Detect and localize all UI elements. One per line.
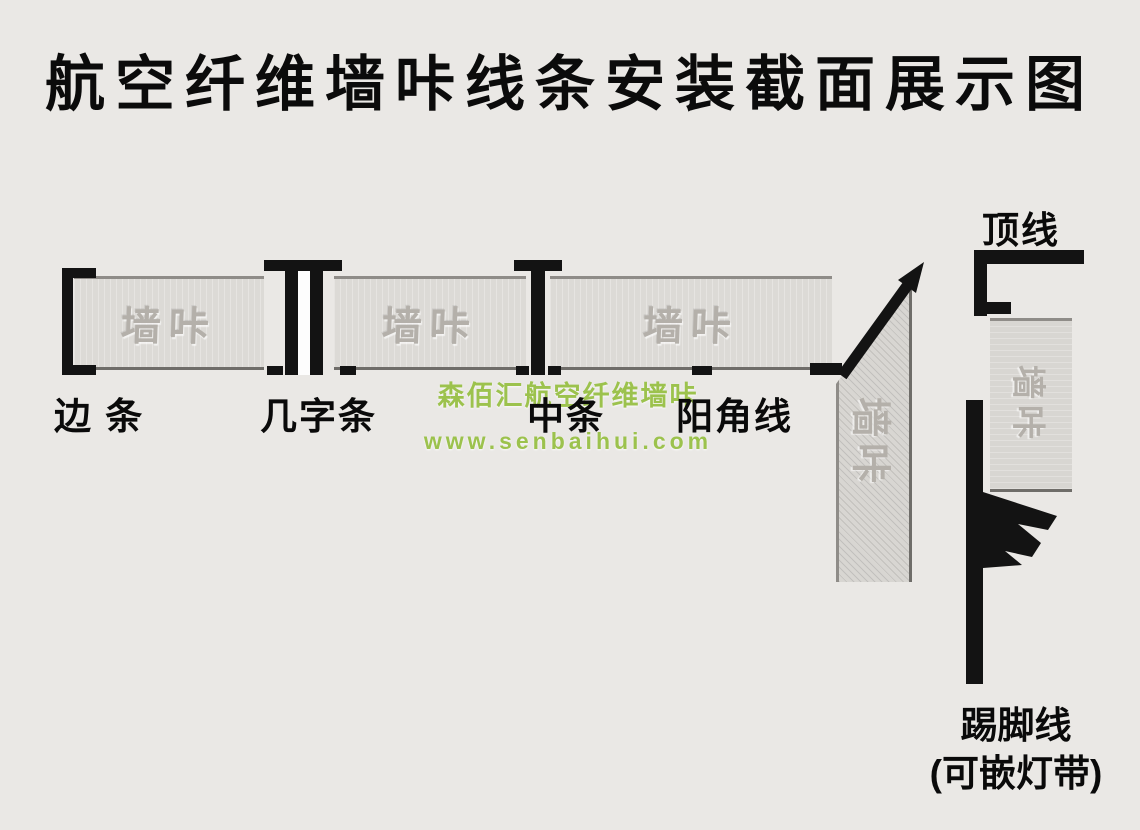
mid-strip-left-foot [516,366,529,375]
label-skirting-note: (可嵌灯带) [929,753,1103,794]
panel-watermark-text: 墙咔 [642,305,740,349]
ji-strip-right-foot [340,366,356,375]
wall-panel-1: 墙咔 [74,276,264,370]
label-ji-strip: 几字条 [260,396,377,437]
ji-strip-left-leg [285,260,298,375]
watermark-brand-text: 森佰汇航空纤维墙咔 [437,381,699,411]
label-corner-line: 阳角线 [676,396,793,437]
edge-strip-vertical [62,268,73,375]
edge-strip-top-arm [62,268,96,278]
ji-strip-top-bar [264,260,342,271]
mid-strip-right-foot [548,366,561,375]
edge-strip-bottom-arm [62,365,96,375]
skirting-wall-bar [966,400,983,684]
skirting-caption: 踢脚线 (可嵌灯带) [892,702,1140,798]
wall-panel-3: 墙咔 [550,276,832,370]
panel-watermark-text: 墙咔 [381,305,479,349]
label-crown-line: 顶线 [982,210,1060,251]
ji-strip-right-leg [310,260,323,375]
crown-vertical [974,264,987,316]
ji-strip-left-foot [267,366,283,375]
panel-watermark-text: 墙咔 [1008,365,1047,445]
watermark-url-text: www.senbaihui.com [423,428,713,454]
panel-bottom-clip [692,366,712,375]
corner-bottom-hook [810,363,842,375]
crown-top-bar [974,250,1084,264]
panel-watermark-text: 墙咔 [848,397,892,490]
label-mid-strip: 中条 [527,396,605,437]
label-edge-strip: 边 条 [54,396,145,437]
mid-strip-leg [531,260,545,375]
ji-strip-slot [298,271,310,375]
right-wall-panel: 墙咔 [990,318,1072,492]
wall-panel-2: 墙咔 [334,276,526,370]
crown-foot [987,302,1011,314]
label-skirting-line: 踢脚线 [960,705,1072,746]
page-title: 航空纤维墙咔线条安装截面展示图 [45,51,1095,118]
skirting-profile [983,492,1057,568]
corner-wall-panel: 墙咔 [836,279,912,582]
panel-watermark-text: 墙咔 [120,305,218,349]
site-watermark: 森佰汇航空纤维墙咔 www.senbaihui.com [398,374,738,455]
